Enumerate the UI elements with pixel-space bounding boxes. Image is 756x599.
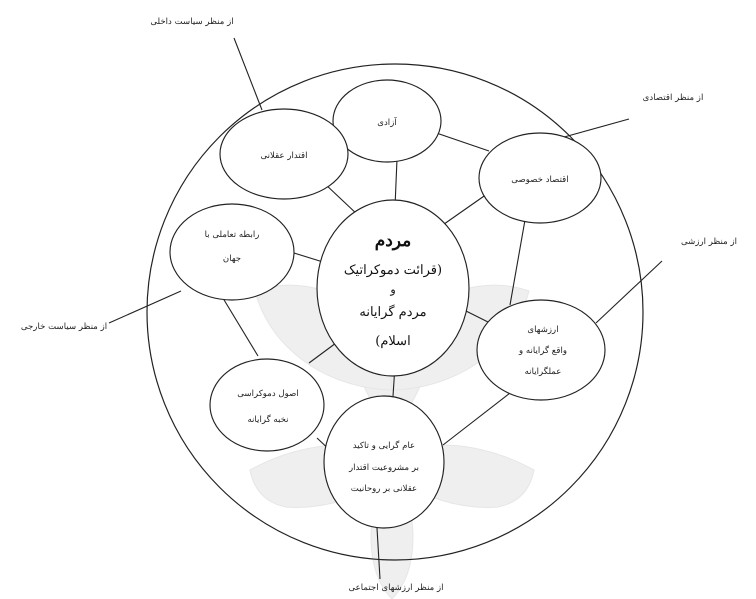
node-realist-values-line-1: ارزشهای [527, 325, 558, 335]
node-secularism-line-3: عقلانی بر روحانیت [351, 484, 417, 494]
node-center-people: مردم (قرائت دموکراتیک و مردم گرایانه اسل… [316, 199, 470, 377]
node-realist-values-line-3: عملگرایانه [525, 365, 562, 377]
node-authority-line-1: اقتدار عقلانی [260, 151, 307, 161]
node-private-economy-line-1: اقتصاد خصوصی [511, 175, 568, 185]
node-world-relation-line-1: رابطه تعاملی با [205, 230, 260, 240]
outer-circle [146, 63, 644, 561]
node-secularism-line-1: عام گرایی و تاکید [353, 439, 415, 451]
label-domestic-politics: از منظر سیاست داخلی [150, 17, 233, 27]
node-elitist-democracy-line-1: اصول دموکراسی [237, 389, 299, 399]
node-elitist-democracy-line-2: نخبه گرایانه [247, 413, 288, 425]
node-realist-values: ارزشهای واقع گرایانه و عملگرایانه [476, 299, 606, 401]
node-center-title: مردم [375, 231, 412, 251]
node-secularism-line-2: بر مشروعیت اقتدار [348, 463, 419, 473]
node-freedom-line-1: آزادی [377, 116, 397, 128]
node-realist-values-line-2: واقع گرایانه و [518, 344, 567, 356]
node-world-relation: رابطه تعاملی با جهان [169, 203, 295, 301]
label-foreign-policy: از منظر سیاست خارجی [21, 322, 107, 332]
node-authority: اقتدار عقلانی [219, 108, 349, 200]
node-center-line-3: مردم گرایانه [359, 304, 426, 320]
node-world-relation-line-2: جهان [223, 254, 241, 264]
label-value: از منظر ارزشی [681, 237, 737, 247]
node-freedom: آزادی [332, 79, 442, 163]
node-secularism: عام گرایی و تاکید بر مشروعیت اقتدار عقلا… [323, 395, 445, 529]
node-elitist-democracy: اصول دموکراسی نخبه گرایانه [209, 358, 325, 452]
node-center-line-2: و [389, 283, 395, 296]
label-social-values: از منظر ارزشهای اجتماعی [348, 583, 443, 593]
node-private-economy: اقتصاد خصوصی [478, 132, 602, 224]
node-center-line-4: اسلام) [375, 334, 410, 349]
label-economic: از منظر اقتصادی [643, 93, 704, 103]
node-center-line-1: (قرائت دموکراتیک [344, 263, 442, 278]
